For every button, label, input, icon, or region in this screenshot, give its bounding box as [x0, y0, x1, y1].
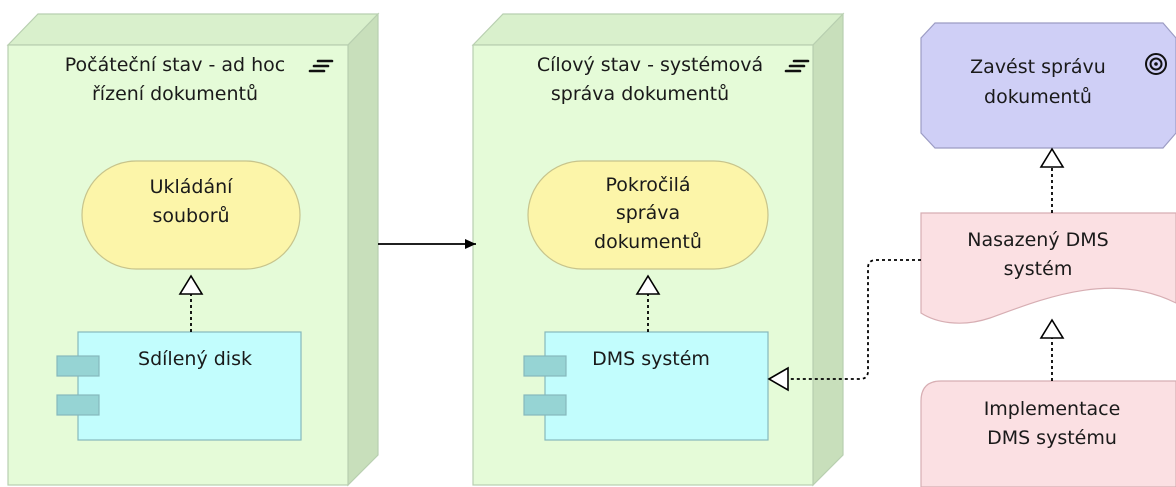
plateau-title-line1: Počáteční stav - ad hoc: [65, 54, 285, 76]
component-body: [544, 331, 769, 441]
realization-deliverable-to-dms-system[interactable]: [767, 259, 921, 392]
hollow-arrowhead: [1039, 147, 1065, 168]
component-label: Sdílený disk: [138, 348, 252, 370]
plateau-title-line2: správa dokumentů: [551, 83, 729, 105]
deliverable-deployed-dms[interactable]: Nasazený DMS systém: [920, 212, 1176, 324]
plateau-title-line2: řízení dokumentů: [92, 83, 258, 105]
realization-dms-to-advanced-management[interactable]: [635, 274, 661, 332]
business-service-advanced-document-management[interactable]: Pokročilá správa dokumentů: [527, 160, 769, 270]
hollow-arrowhead: [1039, 318, 1065, 339]
plateau-top-face: [6, 13, 380, 46]
component-label: DMS systém: [592, 348, 710, 370]
hollow-arrowhead: [635, 274, 661, 295]
service-label-line1: Pokročilá: [605, 174, 690, 196]
goal-label-line2: dokumentů: [984, 86, 1092, 108]
service-label-line3: dokumentů: [594, 231, 702, 253]
work-package-label-line1: Implementace: [984, 398, 1121, 420]
hollow-arrowhead: [178, 274, 204, 295]
realization-work-package-to-deliverable[interactable]: [1039, 318, 1065, 381]
business-service-file-storage[interactable]: Ukládání souborů: [81, 160, 301, 270]
application-component-dms-system[interactable]: DMS systém: [523, 331, 769, 441]
plateau-icon: [784, 59, 810, 73]
hollow-arrowhead: [767, 366, 789, 392]
work-package-dms-implementation[interactable]: Implementace DMS systému: [920, 380, 1176, 487]
service-shape: [527, 160, 769, 270]
component-icon: [56, 355, 100, 416]
plateau-top-face: [471, 13, 845, 46]
plateau-side-face: [347, 12, 379, 487]
goal-label-line1: Zavést správu: [970, 56, 1106, 78]
component-icon: [523, 355, 567, 416]
goal-icon: [1145, 53, 1167, 75]
work-package-label-line2: DMS systému: [987, 427, 1117, 449]
goal-shape: [920, 22, 1176, 149]
goal-implement-document-management[interactable]: Zavést správu dokumentů: [920, 22, 1176, 149]
deliverable-label-line1: Nasazený DMS: [967, 229, 1108, 251]
plateau-icon: [308, 59, 334, 73]
plateau-title-line1: Cílový stav - systémová: [537, 54, 763, 76]
service-label-line1: Ukládání: [150, 176, 234, 198]
plateau-side-face: [812, 12, 844, 487]
work-package-shape: [920, 380, 1176, 487]
deliverable-label-line2: systém: [1004, 258, 1073, 280]
application-component-shared-disk[interactable]: Sdílený disk: [56, 331, 302, 441]
deliverable-shape: [920, 212, 1176, 324]
service-label-line2: správa: [616, 202, 680, 224]
service-shape: [81, 160, 301, 270]
service-label-line2: souborů: [152, 205, 229, 227]
component-body: [77, 331, 302, 441]
realization-shared-disk-to-file-storage[interactable]: [178, 274, 204, 332]
realization-deliverable-to-goal[interactable]: [1039, 147, 1065, 213]
